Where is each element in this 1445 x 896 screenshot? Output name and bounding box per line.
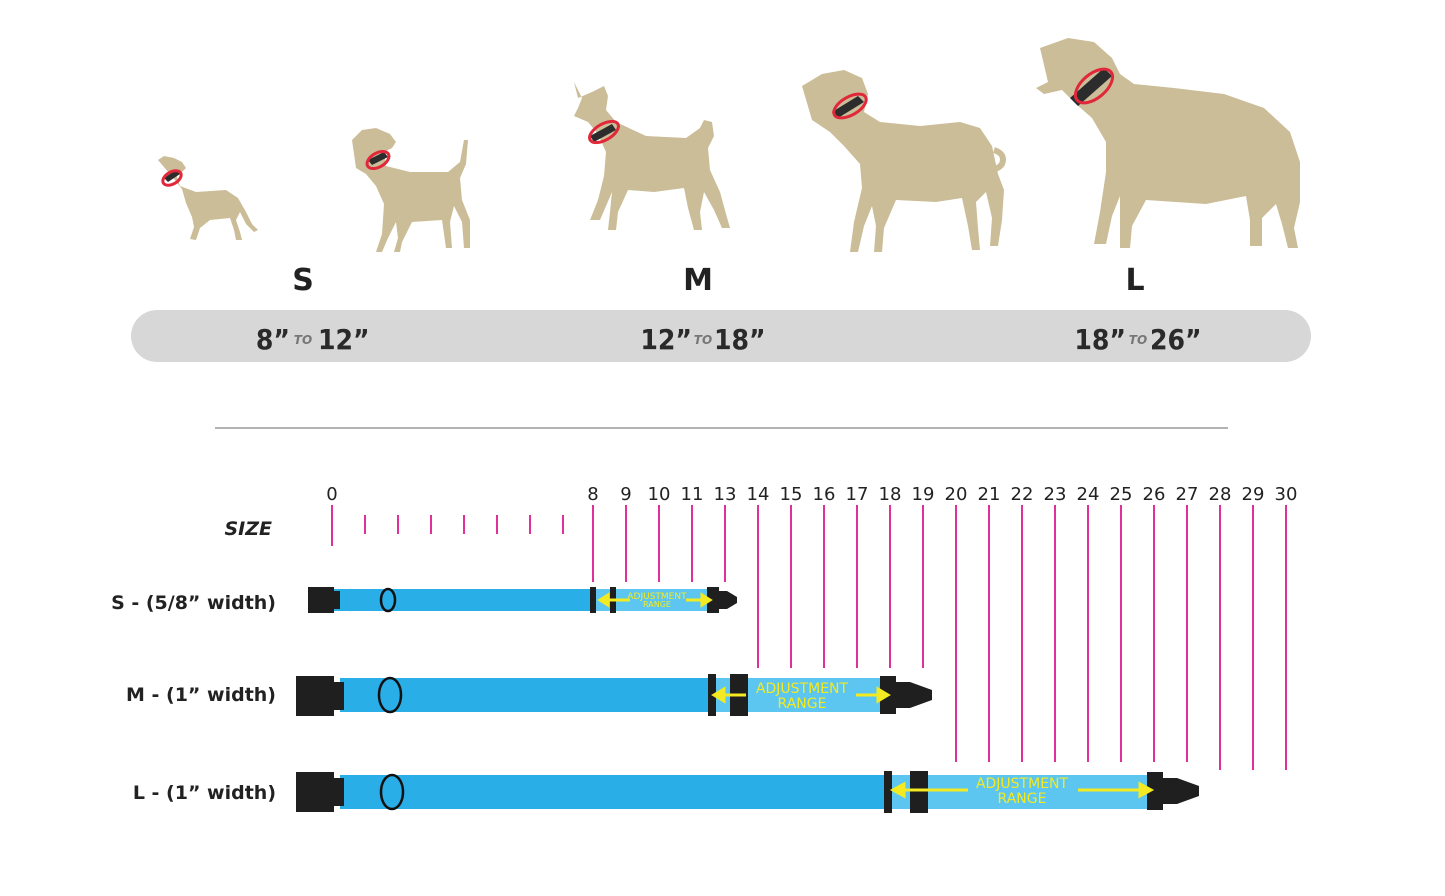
size-letter-s: S bbox=[292, 263, 314, 298]
collar-s-label: S - (5/8” width) bbox=[111, 592, 276, 614]
tick-label-28: 28 bbox=[1209, 484, 1232, 505]
collar-s: ADJUSTMENT RANGE bbox=[308, 587, 737, 613]
collar-s-arrowhead-left-icon bbox=[597, 592, 610, 608]
tick-label-18: 18 bbox=[879, 484, 902, 505]
tick-label-11: 11 bbox=[681, 484, 704, 505]
range-s: 8” TO 12” bbox=[256, 323, 370, 356]
range-s-upto: 12” bbox=[318, 323, 370, 356]
collar-m-label: M - (1” width) bbox=[126, 684, 276, 706]
tick-label-16: 16 bbox=[813, 484, 836, 505]
size-letter-l: L bbox=[1125, 263, 1144, 298]
scale-size-label: SIZE bbox=[224, 518, 272, 540]
range-m-to: TO bbox=[694, 333, 712, 347]
range-l: 18” TO 26” bbox=[1074, 323, 1201, 356]
tick-label-17: 17 bbox=[846, 484, 869, 505]
collar-m-arrowhead-left-icon bbox=[711, 686, 726, 704]
range-s-from: 8” bbox=[256, 323, 290, 356]
dog-silhouette-xs bbox=[158, 156, 258, 240]
range-m-from: 12” bbox=[640, 323, 692, 356]
collar-m-arrowhead-right-icon bbox=[876, 686, 891, 704]
range-l-from: 18” bbox=[1074, 323, 1126, 356]
collar-m-buckle-male-icon bbox=[880, 676, 932, 714]
tick-label-22: 22 bbox=[1011, 484, 1034, 505]
collar-l-dring-icon bbox=[379, 773, 405, 811]
collar-l-arrowhead-left-icon bbox=[889, 781, 906, 799]
collar-m-strap bbox=[340, 678, 712, 712]
collar-s-buckle-female-icon bbox=[308, 587, 340, 613]
collar-l-strap bbox=[340, 775, 890, 809]
tick-label-20: 20 bbox=[945, 484, 968, 505]
collar-s-strap bbox=[334, 589, 596, 611]
collar-s-adjust-line2: RANGE bbox=[643, 600, 671, 609]
collar-l-buckle-female-icon bbox=[296, 772, 344, 812]
collar-s-dring-icon bbox=[379, 587, 397, 613]
range-l-upto: 26” bbox=[1150, 323, 1202, 356]
collar-m-buckle-female-icon bbox=[296, 676, 344, 716]
range-m: 12” TO 18” bbox=[640, 323, 765, 356]
tick-label-23: 23 bbox=[1044, 484, 1067, 505]
scale-ticks bbox=[331, 505, 1287, 770]
collar-l-buckle-male-icon bbox=[1147, 772, 1199, 810]
dog-silhouette-l bbox=[802, 70, 1006, 252]
collar-s-adjust-line1: ADJUSTMENT bbox=[627, 592, 687, 602]
range-l-to: TO bbox=[1129, 333, 1147, 347]
collar-l-arrowhead-right-icon bbox=[1138, 781, 1155, 799]
collar-l-slider-icon bbox=[884, 771, 892, 813]
tick-label-29: 29 bbox=[1242, 484, 1265, 505]
dog-silhouette-m bbox=[574, 82, 730, 230]
collar-l-keeper-icon bbox=[910, 771, 928, 813]
tick-label-14: 14 bbox=[747, 484, 770, 505]
tick-label-9: 9 bbox=[620, 484, 631, 505]
range-m-upto: 18” bbox=[714, 323, 766, 356]
tick-label-19: 19 bbox=[912, 484, 935, 505]
collar-l-adjust-line1: ADJUSTMENT bbox=[976, 776, 1069, 792]
size-letter-m: M bbox=[683, 263, 713, 298]
tick-label-15: 15 bbox=[780, 484, 803, 505]
collar-s-slider-icon bbox=[590, 587, 596, 613]
dog-silhouette-xl bbox=[1036, 38, 1300, 248]
collar-m-adjust-line2: RANGE bbox=[778, 696, 827, 712]
collar-l-label: L - (1” width) bbox=[133, 782, 276, 804]
collar-m-adjust-line1: ADJUSTMENT bbox=[756, 681, 849, 697]
tick-label-0: 0 bbox=[326, 484, 337, 505]
scale-tick-labels: 0 8 9 10 11 13 14 15 16 17 18 19 20 21 2… bbox=[326, 484, 1297, 505]
tick-label-30: 30 bbox=[1275, 484, 1298, 505]
collar-s-adjust-zone bbox=[596, 589, 712, 611]
tick-label-26: 26 bbox=[1143, 484, 1166, 505]
collar-s-arrowhead-right-icon bbox=[700, 592, 713, 608]
collar-m-dring-icon bbox=[377, 676, 403, 714]
tick-label-25: 25 bbox=[1110, 484, 1133, 505]
tick-label-13: 13 bbox=[714, 484, 737, 505]
collar-m: ADJUSTMENT RANGE bbox=[296, 674, 932, 716]
collar-l: ADJUSTMENT RANGE bbox=[296, 771, 1199, 813]
range-s-to: TO bbox=[294, 333, 312, 347]
collar-l-adjust-line2: RANGE bbox=[998, 791, 1047, 807]
dog-silhouette-s bbox=[352, 128, 470, 252]
tick-label-8: 8 bbox=[587, 484, 598, 505]
tick-label-10: 10 bbox=[648, 484, 671, 505]
tick-label-24: 24 bbox=[1077, 484, 1100, 505]
collar-s-buckle-male-icon bbox=[707, 587, 737, 613]
collar-l-adjust-zone bbox=[890, 775, 1152, 809]
tick-label-21: 21 bbox=[978, 484, 1001, 505]
tick-label-27: 27 bbox=[1176, 484, 1199, 505]
size-range-bar bbox=[131, 310, 1311, 362]
